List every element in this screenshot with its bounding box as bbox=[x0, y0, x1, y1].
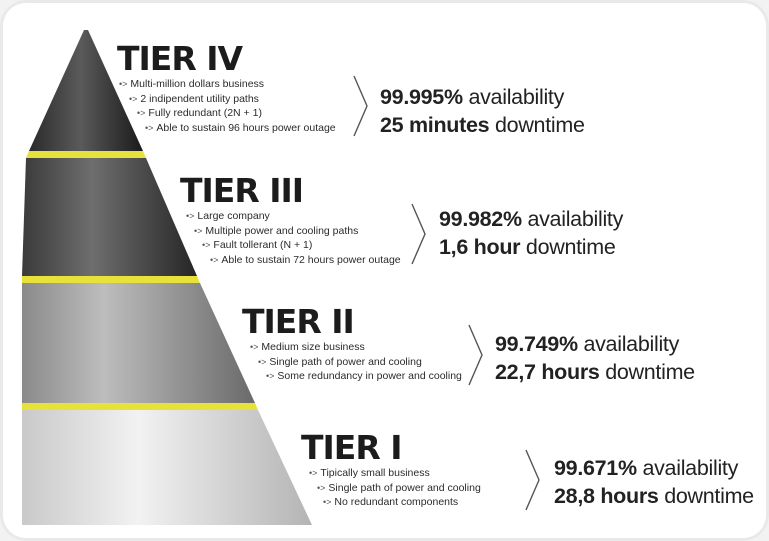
feature-item: •>2 indipendent utility paths bbox=[129, 92, 259, 105]
cone-band-3 bbox=[22, 403, 258, 410]
feature-item: •>Large company bbox=[186, 210, 270, 222]
feature-item: •>No redundant components bbox=[323, 496, 459, 508]
downtime-line: 25 minutes downtime bbox=[380, 113, 585, 137]
feature-item: •>Single path of power and cooling bbox=[258, 355, 422, 368]
cone-section-tier-iii bbox=[22, 158, 197, 276]
tier-iii-block: TIER III •>Large company •>Multiple powe… bbox=[180, 174, 401, 267]
cone-section-tier-i bbox=[22, 410, 312, 525]
feature-list: •>Multi-million dollars business •>2 ind… bbox=[119, 77, 336, 135]
availability-line: 99.995% availability bbox=[380, 85, 565, 109]
bullet-icon: •> bbox=[250, 342, 259, 352]
tier-title: TIER II bbox=[242, 302, 355, 341]
chevron-right-icon bbox=[411, 203, 426, 265]
feature-item: •>Multiple power and cooling paths bbox=[194, 224, 359, 237]
availability-line: 99.982% availability bbox=[439, 207, 624, 231]
chevron-right-icon bbox=[525, 449, 540, 511]
bullet-icon: •> bbox=[194, 225, 203, 236]
feature-item: •>Some redundancy in power and cooling bbox=[266, 370, 462, 382]
cone-section-tier-ii bbox=[22, 283, 255, 403]
feature-item: •>Fault tollerant (N + 1) bbox=[202, 239, 313, 251]
cone-section-tier-iv bbox=[29, 30, 143, 151]
tier-iii-stats: 99.982% availability 1,6 hour downtime bbox=[439, 205, 623, 261]
bullet-icon: •> bbox=[309, 468, 318, 478]
tier-iv-stats: 99.995% availability 25 minutes downtime bbox=[380, 83, 585, 139]
feature-item: •>Tipically small business bbox=[309, 467, 430, 479]
tier-iv-block: TIER IV •>Multi-million dollars business… bbox=[117, 42, 336, 135]
downtime-line: 22,7 hours downtime bbox=[495, 360, 695, 384]
feature-item: •>Multi-million dollars business bbox=[119, 78, 265, 90]
bullet-icon: •> bbox=[137, 108, 146, 118]
feature-item: •>Able to sustain 96 hours power outage bbox=[145, 121, 336, 134]
chevron-right-icon bbox=[468, 324, 483, 386]
bullet-icon: •> bbox=[258, 356, 267, 367]
tier-i-stats: 99.671% availability 28,8 hours downtime bbox=[554, 454, 754, 510]
bullet-icon: •> bbox=[323, 497, 332, 507]
bullet-icon: •> bbox=[317, 482, 326, 493]
cone-band-1 bbox=[26, 151, 146, 158]
bullet-icon: •> bbox=[145, 122, 154, 133]
feature-item: •>Able to sustain 72 hours power outage bbox=[210, 253, 401, 266]
downtime-line: 28,8 hours downtime bbox=[554, 484, 754, 508]
bullet-icon: •> bbox=[186, 211, 195, 221]
tier-title: TIER III bbox=[180, 171, 304, 210]
feature-list: •>Tipically small business •>Single path… bbox=[309, 466, 481, 510]
feature-item: •>Single path of power and cooling bbox=[317, 481, 481, 494]
feature-item: •>Fully redundant (2N + 1) bbox=[137, 107, 262, 119]
availability-line: 99.749% availability bbox=[495, 332, 680, 356]
bullet-icon: •> bbox=[210, 254, 219, 265]
cone-band-2 bbox=[22, 276, 200, 283]
bullet-icon: •> bbox=[119, 79, 128, 89]
downtime-line: 1,6 hour downtime bbox=[439, 235, 616, 259]
tier-title: TIER I bbox=[301, 428, 403, 467]
feature-item: •>Medium size business bbox=[250, 341, 365, 353]
availability-line: 99.671% availability bbox=[554, 456, 739, 480]
tier-i-block: TIER I •>Tipically small business •>Sing… bbox=[301, 431, 481, 510]
bullet-icon: •> bbox=[266, 371, 275, 381]
tier-ii-stats: 99.749% availability 22,7 hours downtime bbox=[495, 330, 695, 386]
bullet-icon: •> bbox=[202, 240, 211, 250]
chevron-right-icon bbox=[353, 75, 368, 137]
feature-list: •>Large company •>Multiple power and coo… bbox=[186, 209, 401, 267]
bullet-icon: •> bbox=[129, 93, 138, 104]
tier-ii-block: TIER II •>Medium size business •>Single … bbox=[242, 305, 462, 384]
tier-title: TIER IV bbox=[117, 39, 243, 78]
feature-list: •>Medium size business •>Single path of … bbox=[250, 340, 462, 384]
